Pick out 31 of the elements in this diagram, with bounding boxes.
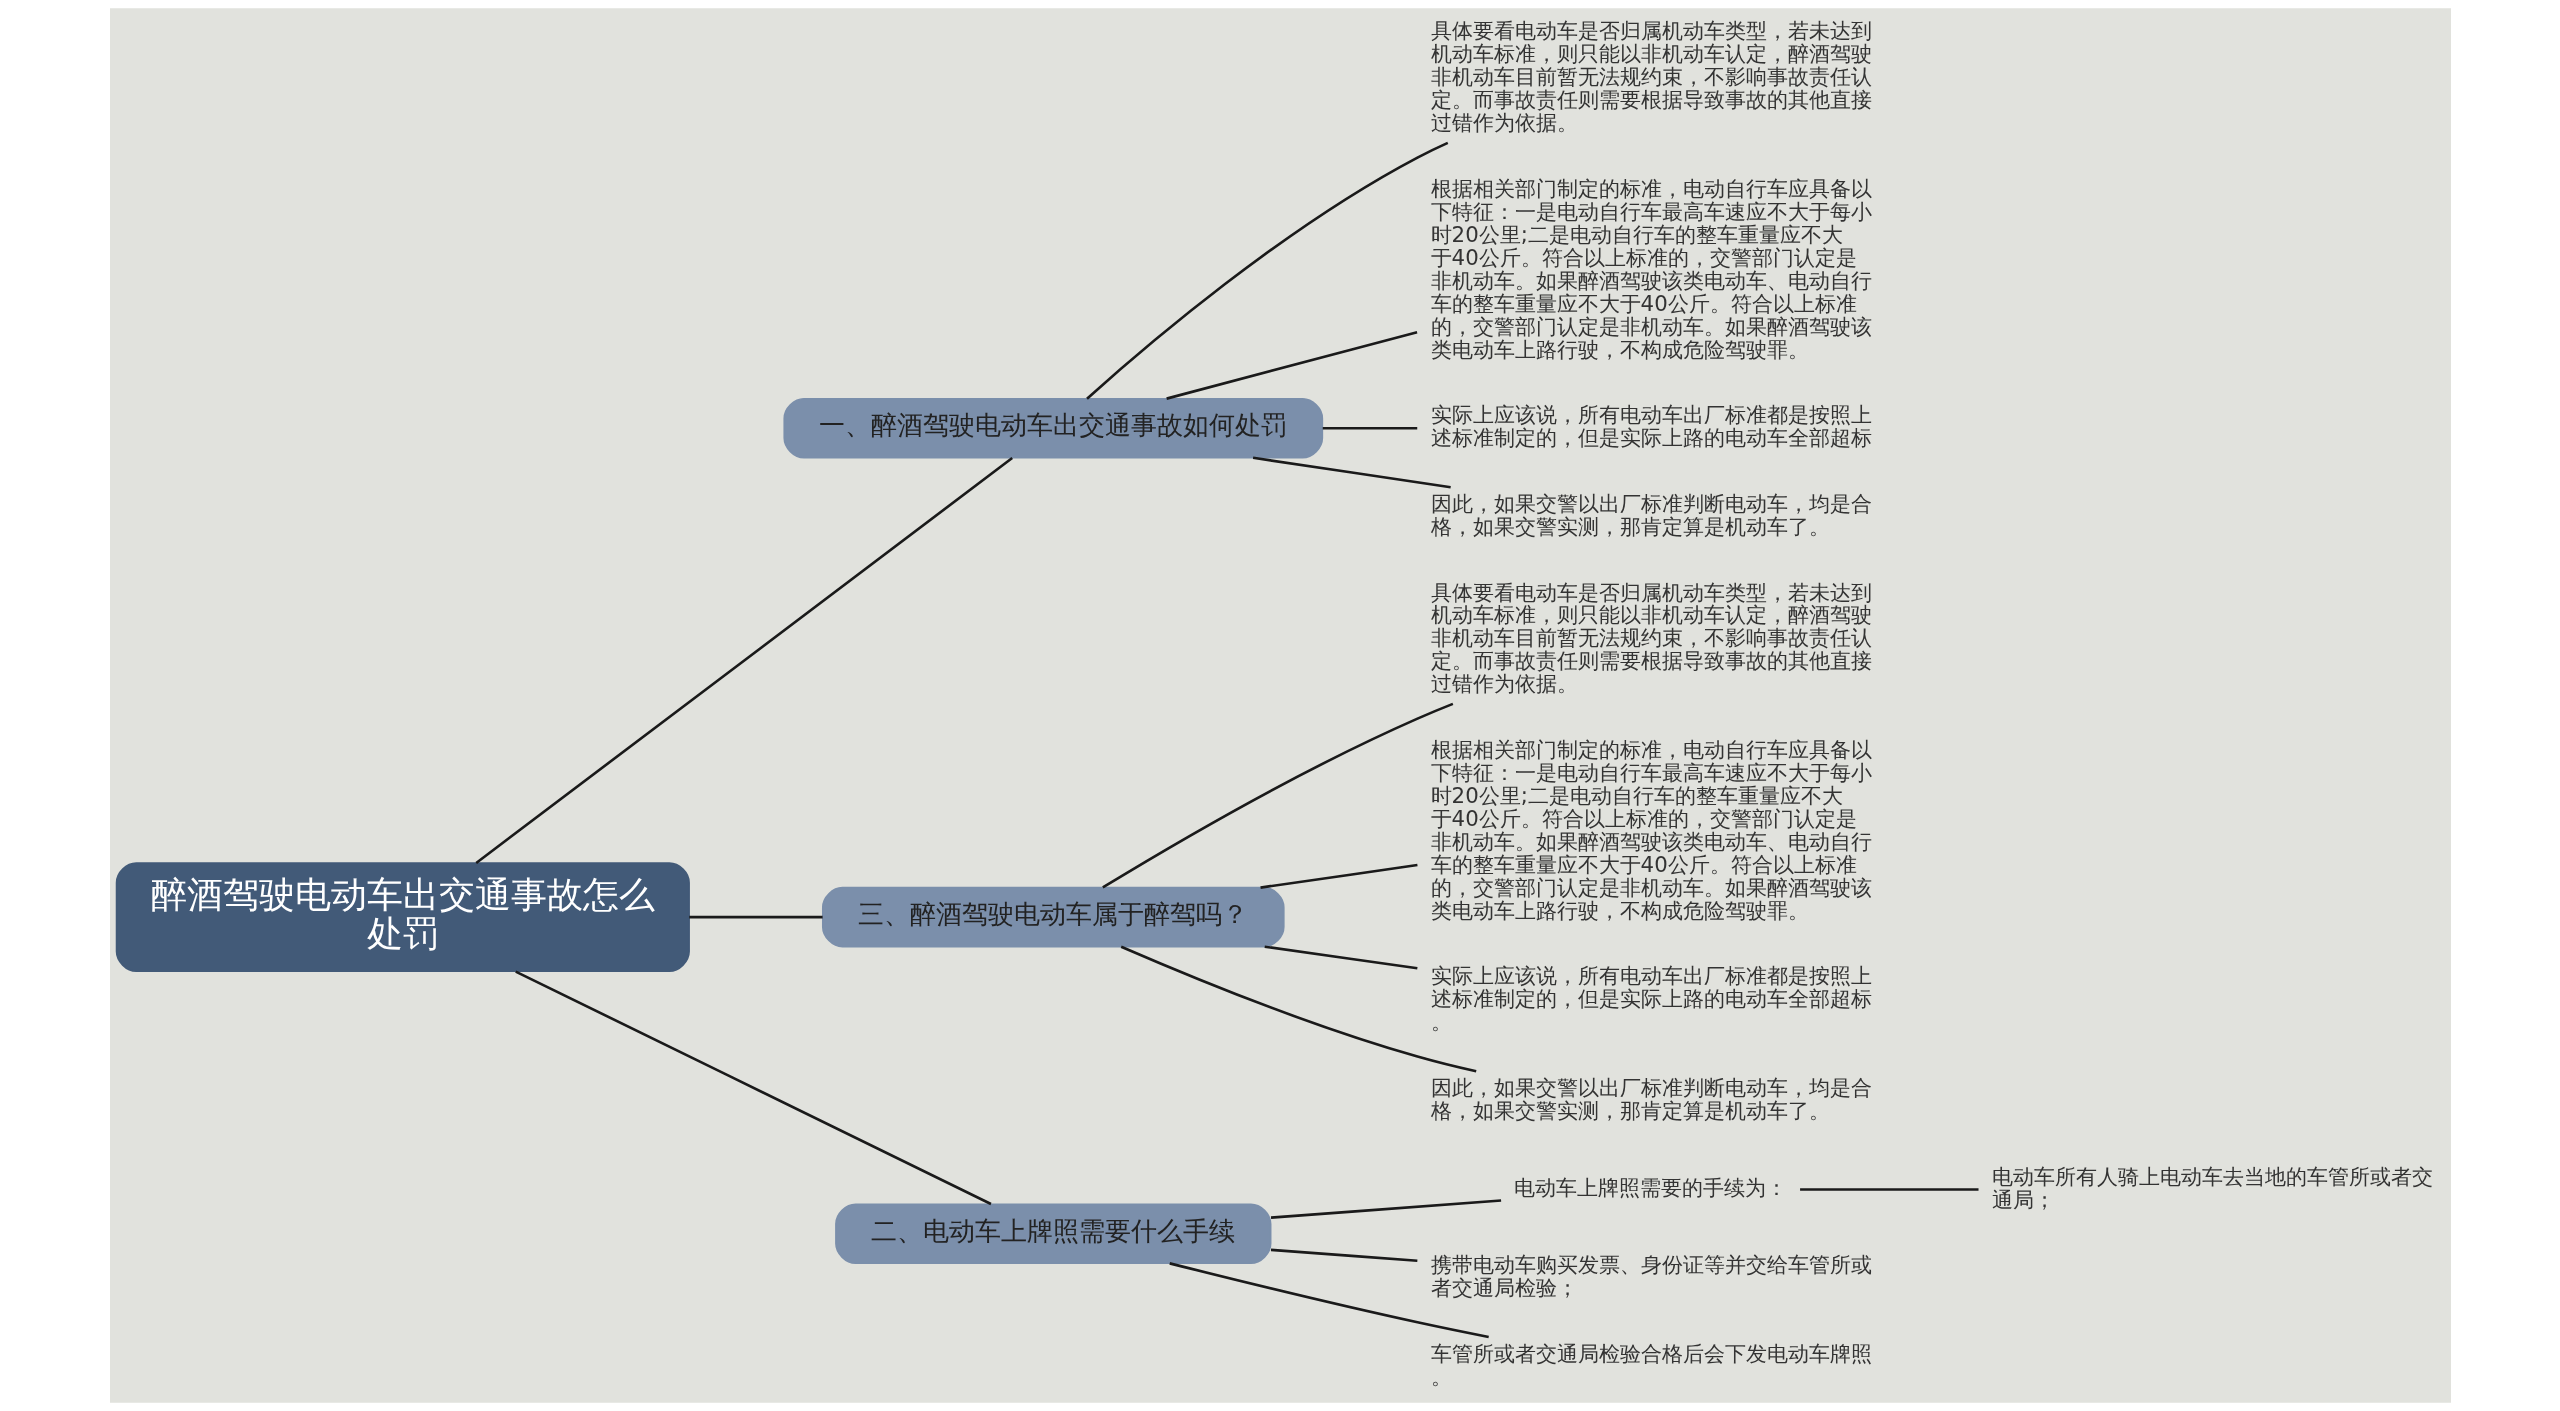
node-box: 三、醉酒驾驶电动车属于醉驾吗？ (821, 886, 1285, 948)
node-box: 一、醉酒驾驶电动车出交通事故如何处罚 (782, 397, 1323, 459)
node-text: 携带电动车购买发票、身份证等并交给车管所或者交通局检验； (1430, 1252, 1872, 1301)
node-text: 因此，如果交警以出厂标准判断电动车，均是合格，如果交警实测，那肯定算是机动车了。 (1430, 490, 1872, 539)
node-text: 具体要看电动车是否归属机动车类型，若未达到机动车标准，则只能以非机动车认定，醉酒驾驶非机动车目前暂无法规约束，不影响事故责任认定。而事故责任则需要根据导致事故的其他直接过错作为依据。 (1430, 579, 1872, 697)
connector (1270, 1199, 1501, 1219)
node-text: 电动车所有人骑上电动车去当地的车管所或者交通局； (1991, 1163, 2433, 1212)
connector (1168, 1262, 1489, 1339)
node-text: 根据相关部门制定的标准，电动自行车应具备以下特征：一是电动自行车最高车速应不大于每小时20公里;二是电动自行车的整车重量应不大于40公斤。符合以上标准的，交警部门认定是非机动车。如果醉酒驾驶该类电动车、电动自行车的整车重量应不大于40公斤。符合以上标准的，交警部门认定是非机动车。如果醉酒驾驶该类电动车上路行驶，不构成危险驾驶罪。 (1430, 175, 1872, 362)
connector (474, 457, 1013, 864)
node-text: 实际上应该说，所有电动车出厂标准都是按照上述标准制定的，但是实际上路的电动车全部超标。 (1430, 963, 1872, 1035)
connector (1264, 945, 1418, 970)
node-box: 醉酒驾驶电动车出交通事故怎么处罚 (115, 862, 690, 973)
node-text: 因此，如果交警以出厂标准判断电动车，均是合格，如果交警实测，那肯定算是机动车了。 (1430, 1074, 1872, 1123)
node-text: 具体要看电动车是否归属机动车类型，若未达到机动车标准，则只能以非机动车认定，醉酒驾驶非机动车目前暂无法规约束，不影响事故责任认定。而事故责任则需要根据导致事故的其他直接过错作为依据。 (1430, 18, 1872, 136)
connector (1322, 426, 1417, 430)
connector (1120, 945, 1476, 1073)
connector (1259, 863, 1418, 889)
node-text: 根据相关部门制定的标准，电动自行车应具备以下特征：一是电动自行车最高车速应不大于每小时20公里;二是电动自行车的整车重量应不大于40公斤。符合以上标准的，交警部门认定是非机动车。如果醉酒驾驶该类电动车、电动自行车的整车重量应不大于40公斤。符合以上标准的，交警部门认定是非机动车。如果醉酒驾驶该类电动车上路行驶，不构成危险驾驶罪。 (1430, 737, 1872, 923)
node-text: 车管所或者交通局检验合格后会下发电动车牌照。 (1430, 1340, 1872, 1389)
connector (688, 915, 823, 919)
connector (514, 970, 992, 1206)
connector (1085, 141, 1448, 400)
connector (1165, 330, 1417, 400)
connector (1270, 1248, 1417, 1263)
node-text: 实际上应该说，所有电动车出厂标准都是按照上述标准制定的，但是实际上路的电动车全部超标 (1430, 402, 1872, 451)
node-text: 电动车上牌照需要的手续为： (1513, 1175, 1787, 1201)
connector (1252, 456, 1451, 489)
connector (1101, 702, 1453, 889)
node-box: 二、电动车上牌照需要什么手续 (834, 1203, 1271, 1265)
connector (1799, 1188, 1978, 1191)
